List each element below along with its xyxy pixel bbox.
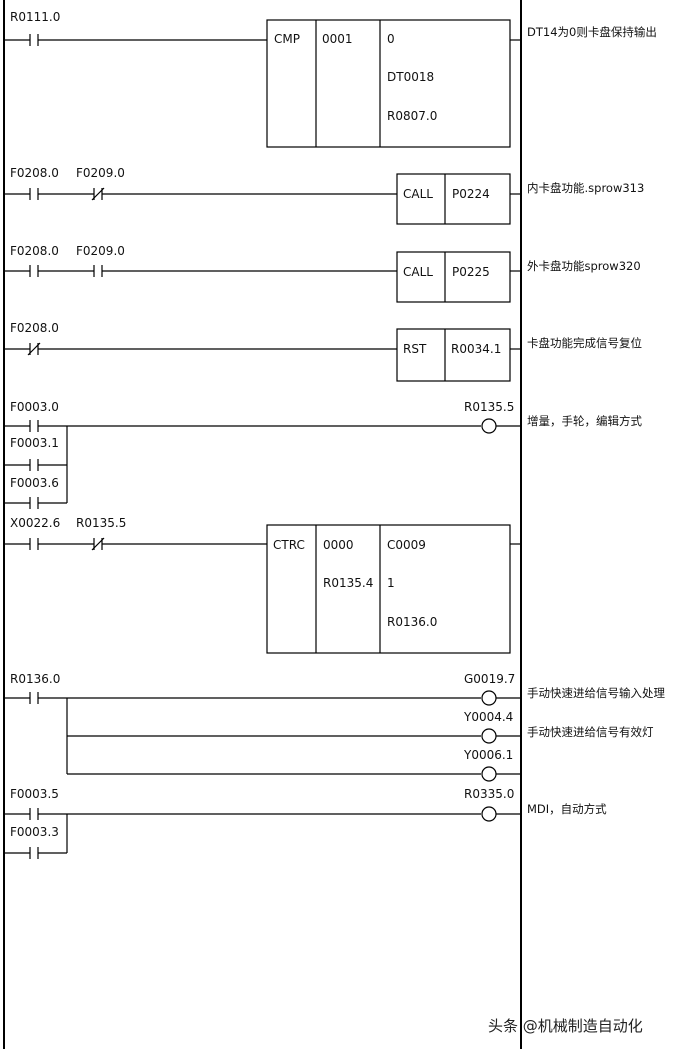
contact-label: F0208.0 <box>10 321 59 335</box>
function-param: C0009 <box>387 538 426 552</box>
coil-label: R0335.0 <box>464 787 514 801</box>
function-name: CALL <box>403 265 433 279</box>
contact-label: F0003.6 <box>10 476 59 490</box>
rung-comment: 增量，手轮，编辑方式 <box>527 414 642 428</box>
contact-label: F0003.1 <box>10 436 59 450</box>
rung-5: F0003.0 R0135.5 增量，手轮，编辑方式 F0003.1 F0003… <box>4 400 642 509</box>
function-param: P0224 <box>452 187 490 201</box>
function-name: CALL <box>403 187 433 201</box>
no-contact-icon <box>4 497 67 509</box>
coil-label: Y0006.1 <box>463 748 513 762</box>
function-param: 0000 <box>323 538 354 552</box>
coil-label: R0135.5 <box>464 400 514 414</box>
rung-comment: 手动快速进给信号输入处理 <box>527 686 665 700</box>
watermark-text: 头条 @机械制造自动化 <box>488 1017 643 1035</box>
coil-label: Y0004.4 <box>463 710 513 724</box>
function-block-cmp: CMP 0001 0 DT0018 R0807.0 <box>266 19 511 148</box>
rung-3: F0208.0 F0209.0 CALL P0225 外卡盘功能sprow320 <box>4 244 641 303</box>
rung-comment: MDI，自动方式 <box>527 802 607 816</box>
contact-label: R0111.0 <box>10 10 60 24</box>
rung-4: F0208.0 RST R0034.1 卡盘功能完成信号复位 <box>4 321 642 382</box>
no-contact-icon <box>4 847 67 859</box>
function-name: CTRC <box>273 538 305 552</box>
function-name: RST <box>403 342 427 356</box>
function-param: R0135.4 <box>323 576 373 590</box>
no-contact-icon <box>4 188 39 200</box>
no-contact-icon <box>4 808 39 820</box>
contact-label: F0003.3 <box>10 825 59 839</box>
function-param: R0807.0 <box>387 109 437 123</box>
function-param: R0136.0 <box>387 615 437 629</box>
contact-label: F0209.0 <box>76 244 125 258</box>
contact-label: F0209.0 <box>76 166 125 180</box>
rung-comment: DT14为0则卡盘保持输出 <box>527 25 657 39</box>
contact-label: F0208.0 <box>10 244 59 258</box>
contact-label: R0135.5 <box>76 516 126 530</box>
coil-icon <box>481 690 497 706</box>
function-param: 0 <box>387 32 395 46</box>
no-contact-icon <box>4 34 39 46</box>
function-param: R0034.1 <box>451 342 501 356</box>
contact-label: X0022.6 <box>10 516 60 530</box>
function-param: 1 <box>387 576 395 590</box>
contact-label: F0003.0 <box>10 400 59 414</box>
rung-7: R0136.0 G0019.7 手动快速进给信号输入处理 Y0004.4 手动快… <box>4 672 665 782</box>
nc-contact-icon <box>4 342 41 356</box>
function-name: CMP <box>274 32 300 46</box>
rung-comment: 外卡盘功能sprow320 <box>527 259 641 273</box>
no-contact-icon <box>93 265 103 277</box>
function-param: DT0018 <box>387 70 434 84</box>
function-block-rst: RST R0034.1 <box>396 328 511 382</box>
function-param: P0225 <box>452 265 490 279</box>
rung-8: F0003.5 R0335.0 MDI，自动方式 F0003.3 <box>4 787 607 859</box>
rung-2: F0208.0 F0209.0 CALL P0224 内卡盘功能.sprow31… <box>4 166 644 225</box>
no-contact-icon <box>4 265 39 277</box>
coil-label: G0019.7 <box>464 672 515 686</box>
function-block-call: CALL P0224 <box>396 173 511 225</box>
function-block-call: CALL P0225 <box>396 251 511 303</box>
no-contact-icon <box>4 420 39 432</box>
rung-6: X0022.6 R0135.5 CTRC 0000 R0135.4 C0009 … <box>4 516 521 654</box>
coil-icon <box>481 728 497 744</box>
contact-label: F0003.5 <box>10 787 59 801</box>
function-param: 0001 <box>322 32 353 46</box>
coil-icon <box>481 766 497 782</box>
coil-icon <box>481 418 497 434</box>
coil-icon <box>481 806 497 822</box>
no-contact-icon <box>4 459 67 471</box>
contact-label: F0208.0 <box>10 166 59 180</box>
contact-label: R0136.0 <box>10 672 60 686</box>
no-contact-icon <box>4 538 39 550</box>
rung-comment: 卡盘功能完成信号复位 <box>527 336 642 350</box>
function-block-ctrc: CTRC 0000 R0135.4 C0009 1 R0136.0 <box>266 524 511 654</box>
rung-comment: 手动快速进给信号有效灯 <box>527 725 654 739</box>
rung-comment: 内卡盘功能.sprow313 <box>527 181 644 195</box>
rung-1: R0111.0 CMP 0001 0 DT0018 R0807.0 DT14为0… <box>4 10 657 148</box>
no-contact-icon <box>4 692 39 704</box>
